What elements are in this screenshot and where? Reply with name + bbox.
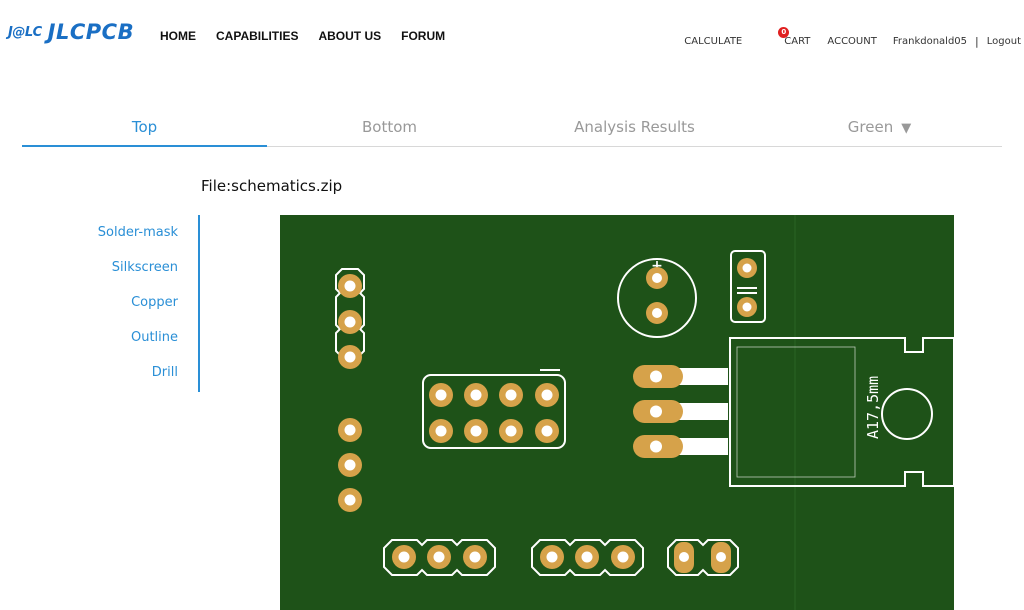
- nav-separator: |: [975, 35, 979, 48]
- logo-badge: J@LC: [8, 24, 42, 40]
- header-3pin-horizontal-left: [383, 539, 496, 576]
- logout-link[interactable]: Logout: [986, 36, 1021, 47]
- nav-home[interactable]: HOME: [160, 29, 196, 43]
- dropdown-arrow-icon: ▼: [901, 121, 912, 136]
- tab-analysis-label: Analysis Results: [574, 118, 695, 136]
- username-link[interactable]: Frankdonald05: [892, 36, 968, 47]
- cart-label: CART: [784, 36, 811, 47]
- regulator-to220: A17,5mm: [633, 337, 954, 487]
- layer-drill[interactable]: Drill: [151, 365, 178, 380]
- nav-forum[interactable]: FORUM: [401, 29, 446, 43]
- header-2x4: [422, 369, 566, 449]
- layer-copper[interactable]: Copper: [131, 295, 178, 310]
- header-2pin-horizontal: [667, 539, 739, 576]
- view-tabs: Top Bottom Analysis Results Green ▼: [22, 118, 1002, 147]
- pads-3-vertical: [338, 418, 362, 512]
- pcb-board: [280, 215, 954, 610]
- logo-text: JLCPCB: [47, 20, 135, 44]
- tab-analysis-results[interactable]: Analysis Results: [512, 118, 757, 146]
- nav-about-us[interactable]: ABOUT US: [318, 29, 382, 43]
- layer-outline[interactable]: Outline: [130, 330, 178, 345]
- tab-top[interactable]: Top: [22, 118, 267, 147]
- user-nav: CALCULATE 0 CART ACCOUNT Frankdonald05 |…: [684, 27, 1021, 48]
- tab-top-label: Top: [131, 118, 158, 136]
- nav-capabilities[interactable]: CAPABILITIES: [216, 29, 299, 43]
- header-3pin-horizontal-middle: [531, 539, 644, 576]
- cart-link[interactable]: 0 CART: [778, 27, 811, 47]
- pcb-color-dropdown[interactable]: Green ▼: [757, 118, 1002, 146]
- capacitor-electrolytic: +: [617, 258, 697, 338]
- cap-polarity-mark: +: [651, 258, 663, 274]
- tab-bottom[interactable]: Bottom: [267, 118, 512, 146]
- layer-solder-mask[interactable]: Solder-mask: [97, 225, 178, 240]
- cart-count-badge: 0: [778, 27, 790, 38]
- top-header: J@LC JLCPCB HOME CAPABILITIES ABOUT US F…: [0, 0, 1024, 72]
- pcb-preview[interactable]: + A17,5mm: [280, 215, 954, 610]
- regulator-silk-label: A17,5mm: [864, 376, 882, 439]
- header-3pin-vertical: [335, 268, 365, 369]
- file-name-label: File:schematics.zip: [201, 177, 343, 195]
- layer-silkscreen[interactable]: Silkscreen: [111, 260, 178, 275]
- pcb-color-value: Green: [847, 118, 894, 136]
- layer-menu: Solder-mask Silkscreen Copper Outline Dr…: [60, 215, 200, 392]
- jlcpcb-logo[interactable]: J@LC JLCPCB: [8, 20, 134, 44]
- capacitor-ceramic: [730, 250, 766, 323]
- tab-bottom-label: Bottom: [361, 118, 418, 136]
- calculate-link[interactable]: CALCULATE: [684, 36, 743, 47]
- account-link[interactable]: ACCOUNT: [827, 36, 877, 47]
- main-nav: HOME CAPABILITIES ABOUT US FORUM: [160, 29, 445, 43]
